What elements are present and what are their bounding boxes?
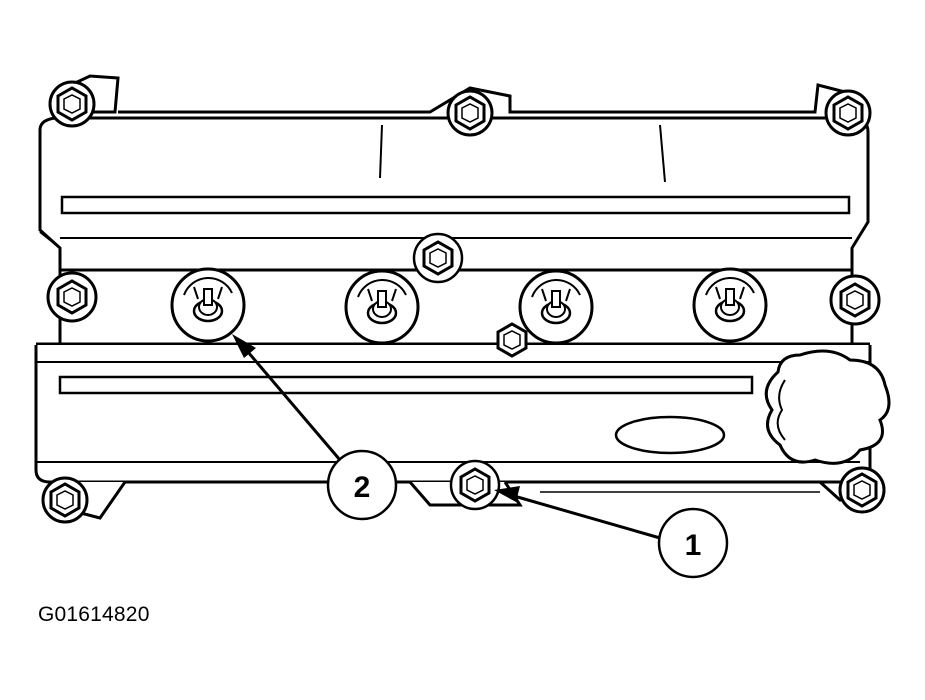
spark-plug-well-1 bbox=[170, 267, 246, 343]
callout-2: 2 bbox=[326, 449, 398, 521]
spark-plug-well-4 bbox=[692, 267, 768, 343]
figure-id: G01614820 bbox=[38, 603, 150, 626]
cover-bolt-center-lower bbox=[496, 322, 528, 358]
cover-bolt-bottom-center bbox=[449, 459, 501, 511]
cover-bolt-top-left bbox=[48, 80, 96, 128]
cover-bolt-top-right bbox=[824, 89, 872, 137]
logo-oval bbox=[614, 415, 726, 455]
callout-1: 1 bbox=[657, 507, 729, 579]
callout-1-number: 1 bbox=[685, 529, 702, 562]
leader-line-2 bbox=[232, 334, 342, 461]
cover-bolt-bottom-right bbox=[838, 466, 886, 514]
oil-filler-cap bbox=[764, 349, 891, 465]
callout-2-number: 2 bbox=[354, 471, 371, 504]
cover-bolt-top-center bbox=[446, 89, 494, 137]
spark-plug-well-3 bbox=[518, 269, 594, 345]
cover-upper-section bbox=[38, 74, 870, 272]
cover-bolt-center-upper bbox=[412, 232, 464, 284]
spark-plug-well-2 bbox=[344, 269, 420, 345]
cover-bolt-bottom-left bbox=[41, 476, 89, 524]
leader-line-1 bbox=[494, 486, 661, 540]
cover-bolt-mid-left bbox=[46, 271, 98, 323]
cover-bolt-mid-right bbox=[829, 274, 881, 326]
